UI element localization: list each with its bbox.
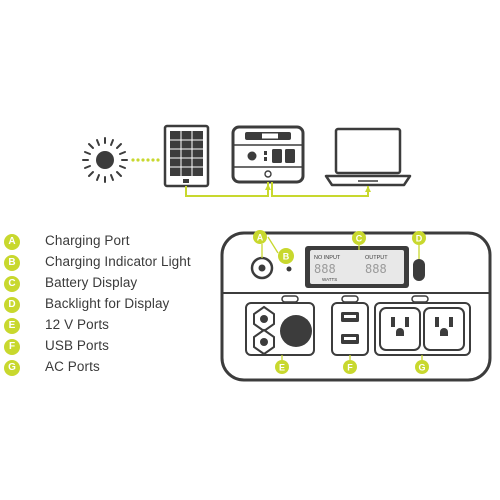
charging-cables bbox=[185, 182, 371, 197]
display-digits-right: 888 bbox=[365, 262, 387, 276]
display-digits-left: 888 bbox=[314, 262, 336, 276]
legend-item-charging-indicator-light: B Charging Indicator Light bbox=[0, 253, 220, 273]
laptop-icon bbox=[324, 127, 412, 187]
legend-badge: A bbox=[4, 234, 20, 250]
legend-label: Battery Display bbox=[45, 275, 138, 290]
svg-text:D: D bbox=[416, 234, 423, 244]
solar-panel-icon bbox=[163, 124, 210, 188]
sunlight-dots bbox=[131, 158, 160, 162]
callout-a: A bbox=[253, 230, 267, 244]
callout-g: G bbox=[415, 360, 429, 374]
legend-badge: F bbox=[4, 339, 20, 355]
legend-label: 12 V Ports bbox=[45, 317, 110, 332]
svg-text:G: G bbox=[418, 363, 425, 373]
svg-text:A: A bbox=[257, 233, 264, 243]
legend-item-usb-ports: F USB Ports bbox=[0, 337, 220, 357]
legend-item-backlight-for-display: D Backlight for Display bbox=[0, 295, 220, 315]
legend-badge: G bbox=[4, 360, 20, 376]
svg-text:C: C bbox=[356, 234, 363, 244]
legend-item-charging-port: A Charging Port bbox=[0, 232, 220, 252]
legend-item-12v-ports: E 12 V Ports bbox=[0, 316, 220, 336]
legend-label: USB Ports bbox=[45, 338, 109, 353]
callout-b: B bbox=[278, 248, 294, 264]
display-input-label: NO INPUT bbox=[314, 255, 341, 261]
display-watts-label: WATTS bbox=[322, 277, 337, 282]
callout-c: C bbox=[352, 231, 366, 245]
legend-badge: C bbox=[4, 276, 20, 292]
display-output-label: OUTPUT bbox=[365, 255, 388, 261]
legend-item-ac-ports: G AC Ports bbox=[0, 358, 220, 378]
legend-label: Charging Port bbox=[45, 233, 130, 248]
sun-icon bbox=[82, 137, 128, 183]
callout-d: D bbox=[412, 231, 426, 245]
legend-label: Backlight for Display bbox=[45, 296, 170, 311]
legend-badge: B bbox=[4, 255, 20, 271]
power-station-icon bbox=[231, 125, 305, 184]
legend-badge: E bbox=[4, 318, 20, 334]
legend-label: AC Ports bbox=[45, 359, 100, 374]
legend-item-battery-display: C Battery Display bbox=[0, 274, 220, 294]
callout-f: F bbox=[343, 360, 357, 374]
legend-badge: D bbox=[4, 297, 20, 313]
svg-text:F: F bbox=[347, 363, 353, 373]
callout-e: E bbox=[275, 360, 289, 374]
svg-text:B: B bbox=[283, 252, 290, 262]
svg-text:E: E bbox=[279, 363, 285, 373]
legend-label: Charging Indicator Light bbox=[45, 254, 191, 269]
